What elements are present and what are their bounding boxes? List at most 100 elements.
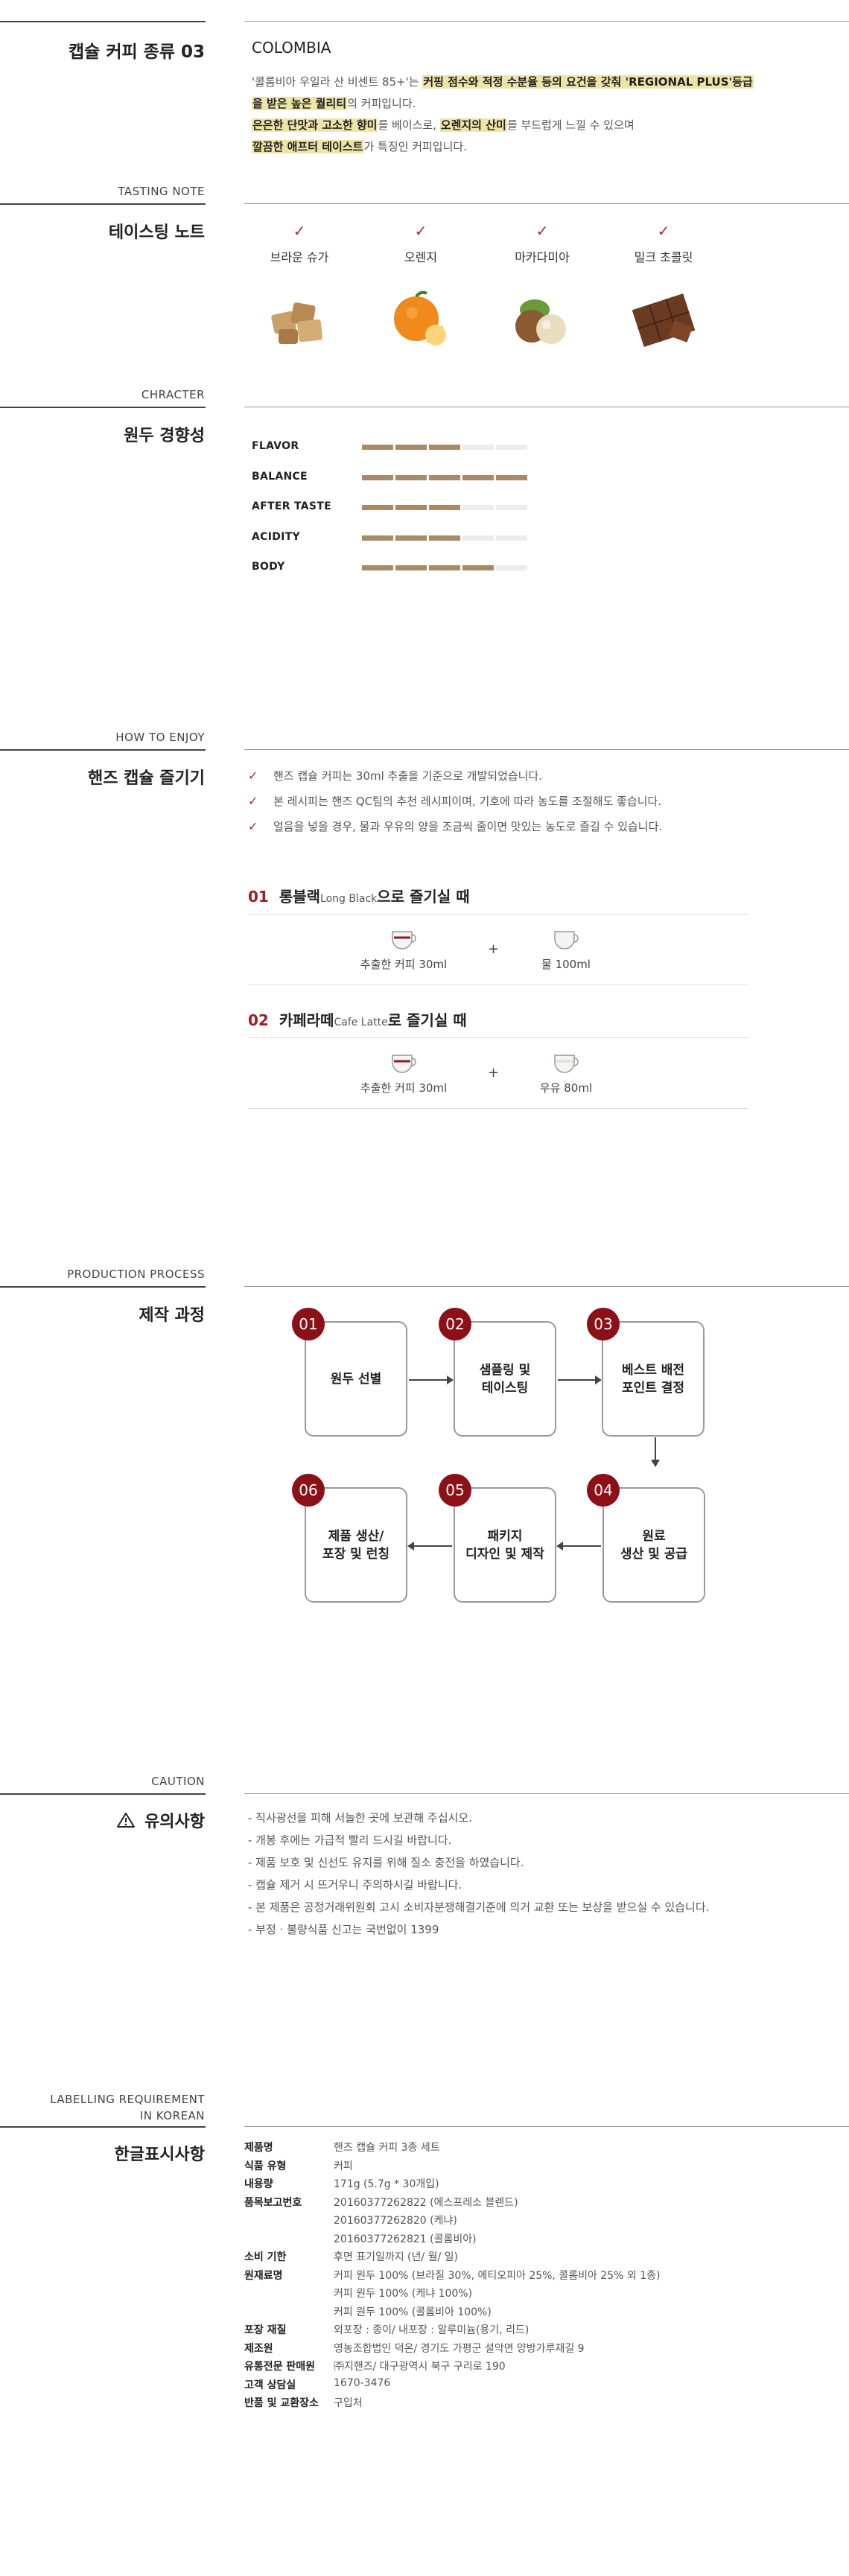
caution-line: - 본 제품은 공정거래위원회 고시 소비자분쟁해결기준에 의거 교환 또는 보…: [248, 1901, 710, 1914]
recipe-divider: [248, 914, 748, 915]
labelling-value: 20160377262822 (에스프레소 블렌드): [334, 2196, 518, 2209]
process-step-label: 테이스팅: [481, 1380, 529, 1396]
section-divider-right: [244, 21, 849, 22]
labelling-key: 품목보고번호: [244, 2196, 302, 2209]
section-divider-right: [244, 2126, 849, 2127]
section-divider-right: [244, 1286, 849, 1287]
character-bar-segment: [362, 505, 393, 510]
tasting-note-name: 브라운 슈가: [270, 250, 329, 264]
tasting-note-name: 마카다미아: [515, 250, 570, 264]
labelling-value: ㈜지핸즈/ 대구광역시 북구 구리로 190: [334, 2361, 506, 2373]
plus-sign: +: [488, 941, 500, 957]
character-label: AFTER TASTE: [252, 500, 331, 512]
intro-paragraph: '콜롬비아 우일라 산 비센트 85+'는 커핑 점수와 적정 수분율 등의 요…: [252, 71, 773, 158]
character-label: ACIDITY: [252, 530, 300, 543]
character-bar-segment: [429, 505, 460, 510]
recipe-ingredient: 물 100ml: [541, 958, 591, 971]
enjoy-note: ✓본 레시피는 핸즈 QC팀의 추천 레시피이며, 기호에 따라 농도를 조절해…: [248, 793, 661, 809]
character-bar-track: [362, 474, 533, 480]
recipe-divider: [248, 1037, 748, 1038]
check-icon: ✓: [248, 769, 258, 783]
character-bar-segment: [496, 565, 527, 570]
labelling-value: 20160377262820 (케냐): [334, 2215, 457, 2227]
recipe-divider: [248, 1108, 748, 1109]
section-divider-left: [0, 21, 206, 22]
character-bar-segment: [362, 445, 393, 450]
recipe-suffix: 로 즐기실 때: [387, 1011, 467, 1029]
recipe-name: 롱블랙: [279, 888, 321, 906]
labelling-value: 171g (5.7g * 30개입): [334, 2178, 439, 2190]
intro-highlight: 깔끔한 애프터 테이스트: [252, 140, 364, 153]
character-bar-segment: [496, 505, 527, 510]
check-icon: ✓: [293, 222, 306, 240]
check-icon: ✓: [657, 222, 670, 240]
character-bar-segment: [395, 445, 427, 450]
character-bar-segment: [462, 565, 494, 570]
intro-highlight: 을 받은 높은 퀄리티: [252, 97, 348, 110]
section-title-capsule: 캡슐 커피 종류 03: [69, 42, 205, 62]
labelling-value: 외포장 : 종이/ 내포장 : 알루미늄(용기, 리드): [334, 2324, 530, 2336]
process-arrow-right: [558, 1376, 602, 1384]
character-label: BODY: [252, 561, 285, 573]
process-step-01: 원두 선별: [305, 1321, 407, 1437]
caution-line: - 부정 · 불량식품 신고는 국번없이 1399: [248, 1923, 439, 1936]
intro-text: 의 커피입니다.: [347, 97, 416, 110]
check-icon: ✓: [535, 222, 549, 240]
section-title-character: 원두 경향성: [124, 427, 205, 445]
label-line: LABELLING REQUIREMENT: [50, 2093, 205, 2106]
section-title-caution: 유의사항: [116, 1808, 205, 1832]
intro-text: 를 부드럽게 느낄 수 있으며: [506, 118, 635, 132]
character-bar-segment: [429, 445, 460, 450]
enjoy-note: ✓얼음을 넣을 경우, 물과 우유의 양을 조금씩 줄이면 맛있는 농도로 즐길…: [248, 818, 662, 834]
labelling-value: 핸즈 캡슐 커피 3종 세트: [334, 2142, 440, 2154]
section-label-caution: CAUTION: [151, 1775, 205, 1788]
enjoy-note: ✓핸즈 캡슐 커피는 30ml 추출을 기준으로 개발되었습니다.: [248, 768, 542, 783]
character-bar-segment: [395, 535, 427, 541]
character-bar-segment: [395, 505, 427, 510]
recipe-subname: Long Black: [320, 893, 378, 905]
enjoy-note-text: 본 레시피는 핸즈 QC팀의 추천 레시피이며, 기호에 따라 농도를 조절해도…: [273, 795, 662, 808]
labelling-value: 20160377262821 (콜롬비아): [334, 2233, 477, 2245]
character-bar-segment: [462, 505, 494, 510]
recipe-number: 02: [248, 1011, 269, 1029]
character-bar-segment: [429, 565, 460, 570]
character-bar-segment: [462, 474, 494, 480]
section-title-enjoy: 핸즈 캡슐 즐기기: [88, 769, 205, 788]
tasting-note-name: 밀크 초콜릿: [634, 250, 693, 264]
character-bar-track: [362, 505, 533, 510]
process-arrow-left: [556, 1542, 601, 1551]
process-step-label: 생산 및 공급: [620, 1546, 688, 1562]
character-bar-segment: [496, 474, 527, 480]
check-icon: ✓: [414, 222, 427, 240]
arrow-down-icon: [651, 1460, 660, 1467]
process-step-number: 02: [439, 1308, 471, 1341]
process-arrow-right: [409, 1376, 454, 1384]
labelling-key: 포장 재질: [244, 2324, 287, 2336]
character-bar-segment: [429, 535, 460, 541]
intro-text: 를 베이스로,: [378, 118, 440, 132]
labelling-key: 반품 및 교환장소: [244, 2397, 319, 2409]
labelling-value: 후면 표기일까지 (년/ 월/ 일): [334, 2251, 458, 2263]
caution-line: - 제품 보호 및 신선도 유지를 위해 질소 충전을 하였습니다.: [248, 1856, 524, 1869]
plus-sign: +: [488, 1065, 500, 1081]
process-step-label: 포인트 결정: [621, 1380, 685, 1396]
milk-cup-icon: [554, 1055, 579, 1073]
section-divider-right: [244, 203, 849, 204]
recipe-ingredient: 우유 80ml: [539, 1081, 593, 1095]
process-step-label: 샘플링 및: [479, 1362, 531, 1378]
process-step-number: 01: [292, 1308, 325, 1341]
intro-text: 가 특징인 커피입니다.: [363, 140, 467, 153]
section-label-character: CHRACTER: [141, 388, 205, 401]
section-divider-left: [0, 1793, 206, 1795]
orange-icon: [384, 290, 458, 350]
labelling-key: 내용량: [244, 2178, 273, 2190]
labelling-key: 유통전문 판매원: [244, 2361, 316, 2373]
labelling-value: 영농조합법인 덕온/ 경기도 가평군 설악면 양방가루재길 9: [334, 2342, 585, 2355]
label-line: IN KOREAN: [139, 2109, 205, 2122]
section-divider-left: [0, 2126, 206, 2128]
intro-highlight: 은은한 단맛과 고소한 향미: [252, 118, 378, 132]
water-cup-icon: [554, 931, 579, 950]
section-label-labelling: LABELLING REQUIREMENT IN KOREAN: [50, 2091, 205, 2124]
caution-line: - 직사광선을 피해 서늘한 곳에 보관해 주십시오.: [248, 1811, 472, 1825]
